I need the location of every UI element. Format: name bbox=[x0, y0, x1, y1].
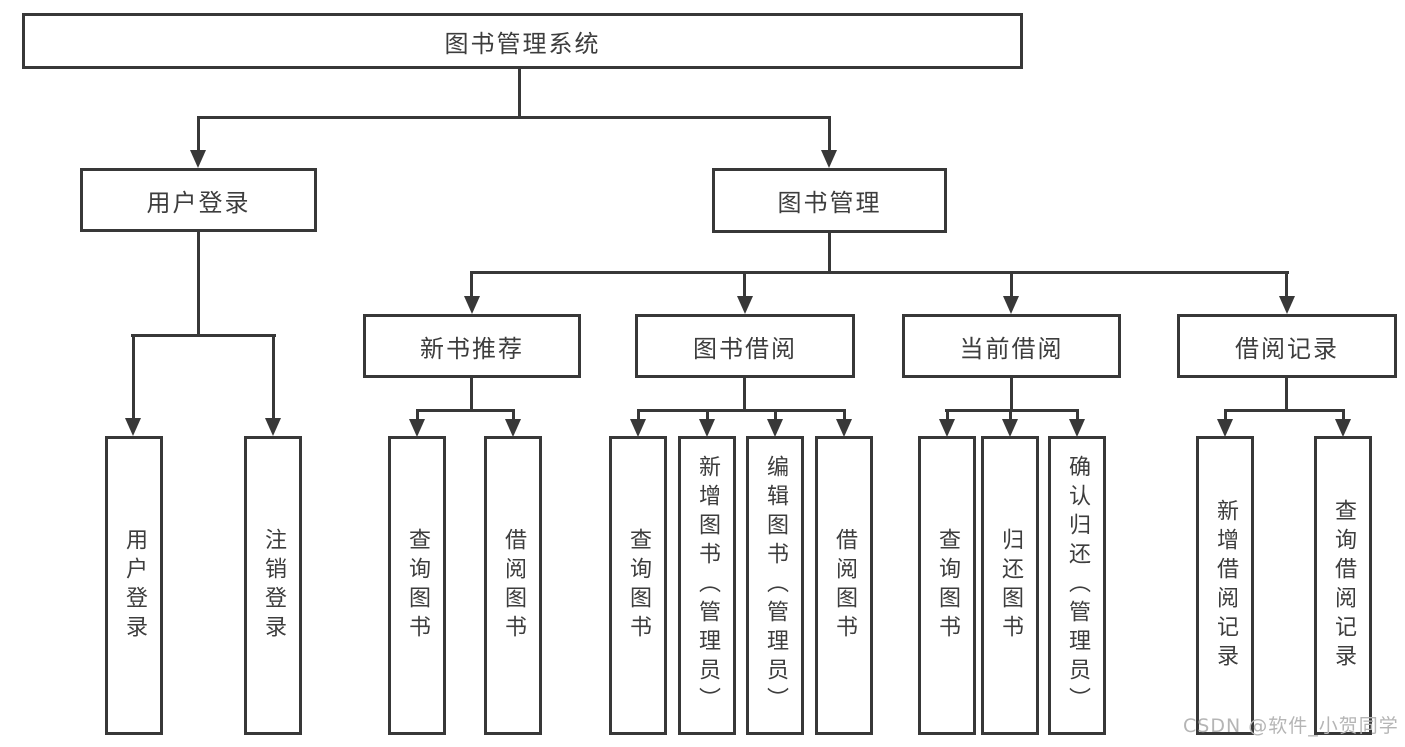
node-label: 借阅记录 bbox=[1235, 334, 1339, 363]
leaf-label: 查询图书 bbox=[405, 527, 430, 644]
connector-line bbox=[416, 409, 515, 412]
leaf-label: 查询借阅记录 bbox=[1331, 498, 1356, 673]
connector-line bbox=[843, 409, 846, 422]
node-user-login: 用户登录 bbox=[80, 168, 317, 232]
connector-line bbox=[1076, 409, 1079, 422]
connector-line bbox=[1010, 271, 1013, 298]
connector-line bbox=[1009, 409, 1012, 422]
connector-line bbox=[197, 232, 200, 337]
connector-line bbox=[1285, 271, 1288, 298]
connector-line bbox=[945, 409, 1079, 412]
connector-line bbox=[774, 409, 777, 422]
leaf-add-books-admin: 新增图书（管理员） bbox=[678, 436, 736, 735]
leaf-confirm-return-admin: 确认归还（管理员） bbox=[1048, 436, 1106, 735]
arrow-down-icon bbox=[1069, 419, 1085, 437]
arrow-down-icon bbox=[505, 419, 521, 437]
connector-line bbox=[828, 116, 831, 152]
leaf-label: 用户登录 bbox=[122, 527, 147, 644]
leaf-label: 编辑图书（管理员） bbox=[763, 455, 788, 716]
arrow-down-icon bbox=[699, 419, 715, 437]
arrow-down-icon bbox=[1279, 296, 1295, 314]
connector-line bbox=[743, 271, 746, 298]
leaf-label: 归还图书 bbox=[998, 527, 1023, 644]
node-book-management: 图书管理 bbox=[712, 168, 947, 233]
arrow-down-icon bbox=[836, 419, 852, 437]
arrow-down-icon bbox=[821, 150, 837, 168]
leaf-logout: 注销登录 bbox=[244, 436, 302, 735]
connector-line bbox=[1285, 378, 1288, 412]
connector-line bbox=[416, 409, 419, 422]
connector-line bbox=[1224, 409, 1345, 412]
leaf-recommend-borrow-books: 借阅图书 bbox=[484, 436, 542, 735]
leaf-recommend-query-books: 查询图书 bbox=[388, 436, 446, 735]
arrow-down-icon bbox=[265, 418, 281, 436]
connector-line bbox=[518, 69, 521, 119]
leaf-borrow-query-books: 查询图书 bbox=[609, 436, 667, 735]
connector-line bbox=[132, 334, 135, 420]
arrow-down-icon bbox=[1003, 296, 1019, 314]
leaf-label: 新增借阅记录 bbox=[1213, 498, 1238, 673]
node-label: 新书推荐 bbox=[420, 334, 524, 363]
connector-line bbox=[131, 334, 276, 337]
connector-line bbox=[1010, 378, 1013, 412]
connector-line bbox=[470, 271, 1289, 274]
node-label: 当前借阅 bbox=[959, 334, 1064, 363]
arrow-down-icon bbox=[464, 296, 480, 314]
connector-line bbox=[512, 409, 515, 422]
leaf-label: 查询图书 bbox=[935, 527, 960, 644]
node-book-borrow: 图书借阅 bbox=[635, 314, 855, 378]
node-label: 图书借阅 bbox=[693, 334, 797, 363]
arrow-down-icon bbox=[1217, 419, 1233, 437]
leaf-label: 查询图书 bbox=[626, 527, 651, 644]
arrow-down-icon bbox=[1002, 419, 1018, 437]
arrow-down-icon bbox=[630, 419, 646, 437]
connector-line bbox=[197, 116, 831, 119]
connector-line bbox=[470, 378, 473, 412]
leaf-label: 注销登录 bbox=[261, 527, 286, 644]
node-label: 图书管理 bbox=[777, 189, 882, 217]
leaf-label: 确认归还（管理员） bbox=[1065, 455, 1090, 716]
node-library-management-system: 图书管理系统 bbox=[22, 13, 1023, 69]
connector-line bbox=[470, 271, 473, 298]
leaf-label: 借阅图书 bbox=[832, 527, 857, 644]
connector-line bbox=[706, 409, 709, 422]
connector-line bbox=[637, 409, 846, 412]
arrow-down-icon bbox=[1335, 419, 1351, 437]
leaf-user-login: 用户登录 bbox=[105, 436, 163, 735]
connector-line bbox=[197, 116, 200, 152]
leaf-add-borrow-record: 新增借阅记录 bbox=[1196, 436, 1254, 735]
connector-line bbox=[637, 409, 640, 422]
leaf-current-query-books: 查询图书 bbox=[918, 436, 976, 735]
arrow-down-icon bbox=[737, 296, 753, 314]
leaf-borrow-books: 借阅图书 bbox=[815, 436, 873, 735]
leaf-label: 新增图书（管理员） bbox=[695, 455, 720, 716]
node-new-book-recommend: 新书推荐 bbox=[363, 314, 581, 378]
leaf-label: 借阅图书 bbox=[501, 527, 526, 644]
node-label: 用户登录 bbox=[146, 188, 251, 217]
connector-line bbox=[1342, 409, 1345, 422]
connector-line bbox=[946, 409, 949, 422]
arrow-down-icon bbox=[190, 150, 206, 168]
arrow-down-icon bbox=[125, 418, 141, 436]
node-current-borrow: 当前借阅 bbox=[902, 314, 1121, 378]
leaf-return-books: 归还图书 bbox=[981, 436, 1039, 735]
arrow-down-icon bbox=[767, 419, 783, 437]
node-label: 图书管理系统 bbox=[444, 29, 601, 58]
arrow-down-icon bbox=[939, 419, 955, 437]
leaf-query-borrow-record: 查询借阅记录 bbox=[1314, 436, 1372, 735]
arrow-down-icon bbox=[409, 419, 425, 437]
connector-line bbox=[828, 233, 831, 274]
connector-line bbox=[1224, 409, 1227, 422]
connector-line bbox=[272, 334, 275, 420]
leaf-edit-books-admin: 编辑图书（管理员） bbox=[746, 436, 804, 735]
node-borrow-records: 借阅记录 bbox=[1177, 314, 1397, 378]
csdn-watermark: CSDN @软件_小贺同学 bbox=[1183, 715, 1399, 737]
connector-line bbox=[743, 378, 746, 412]
